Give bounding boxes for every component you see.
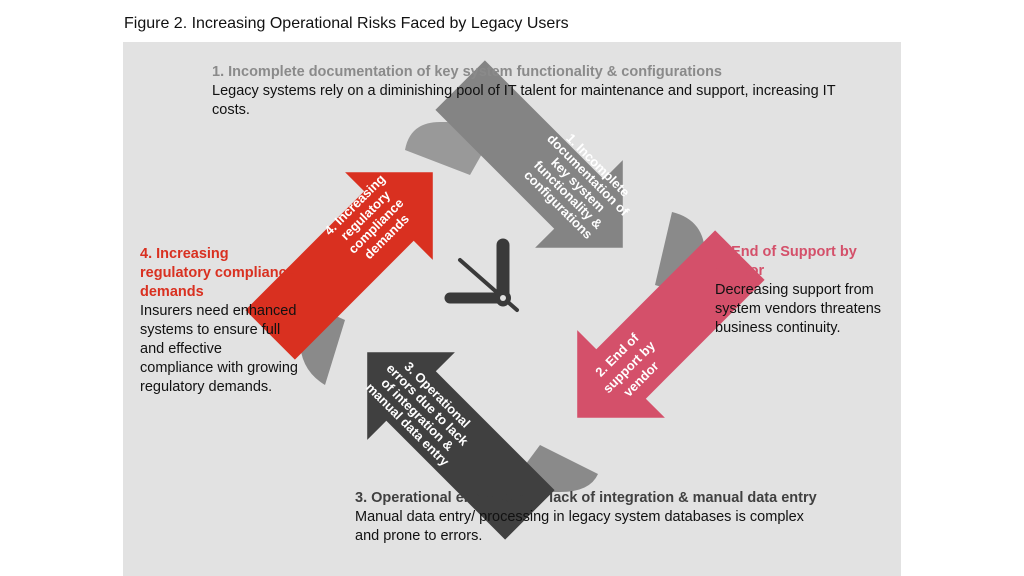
figure-title: Figure 2. Increasing Operational Risks F… — [124, 15, 569, 32]
risk-3-heading: 3. Operational errors due to lack of int… — [355, 490, 817, 506]
risk-4-heading: 4. Increasing regulatory compliance dema… — [140, 246, 295, 300]
clock-icon — [444, 238, 519, 312]
risk-1-description: 1. Incomplete documentation of key syste… — [212, 63, 852, 120]
risk-1-body: Legacy systems rely on a diminishing poo… — [212, 83, 836, 118]
risk-3-body: Manual data entry/ processing in legacy … — [355, 509, 804, 544]
risk-1-heading: 1. Incomplete documentation of key syste… — [212, 64, 722, 80]
risk-4-description: 4. Increasing regulatory compliance dema… — [140, 245, 298, 397]
risk-2-description: 2. End of Support by Vendor Decreasing s… — [715, 243, 885, 338]
risk-2-heading: 2. End of Support by Vendor — [715, 244, 857, 279]
risk-4-body: Insurers need enhanced systems to ensure… — [140, 303, 298, 395]
risk-2-body: Decreasing support from system vendors t… — [715, 282, 882, 336]
risk-3-description: 3. Operational errors due to lack of int… — [355, 489, 825, 546]
